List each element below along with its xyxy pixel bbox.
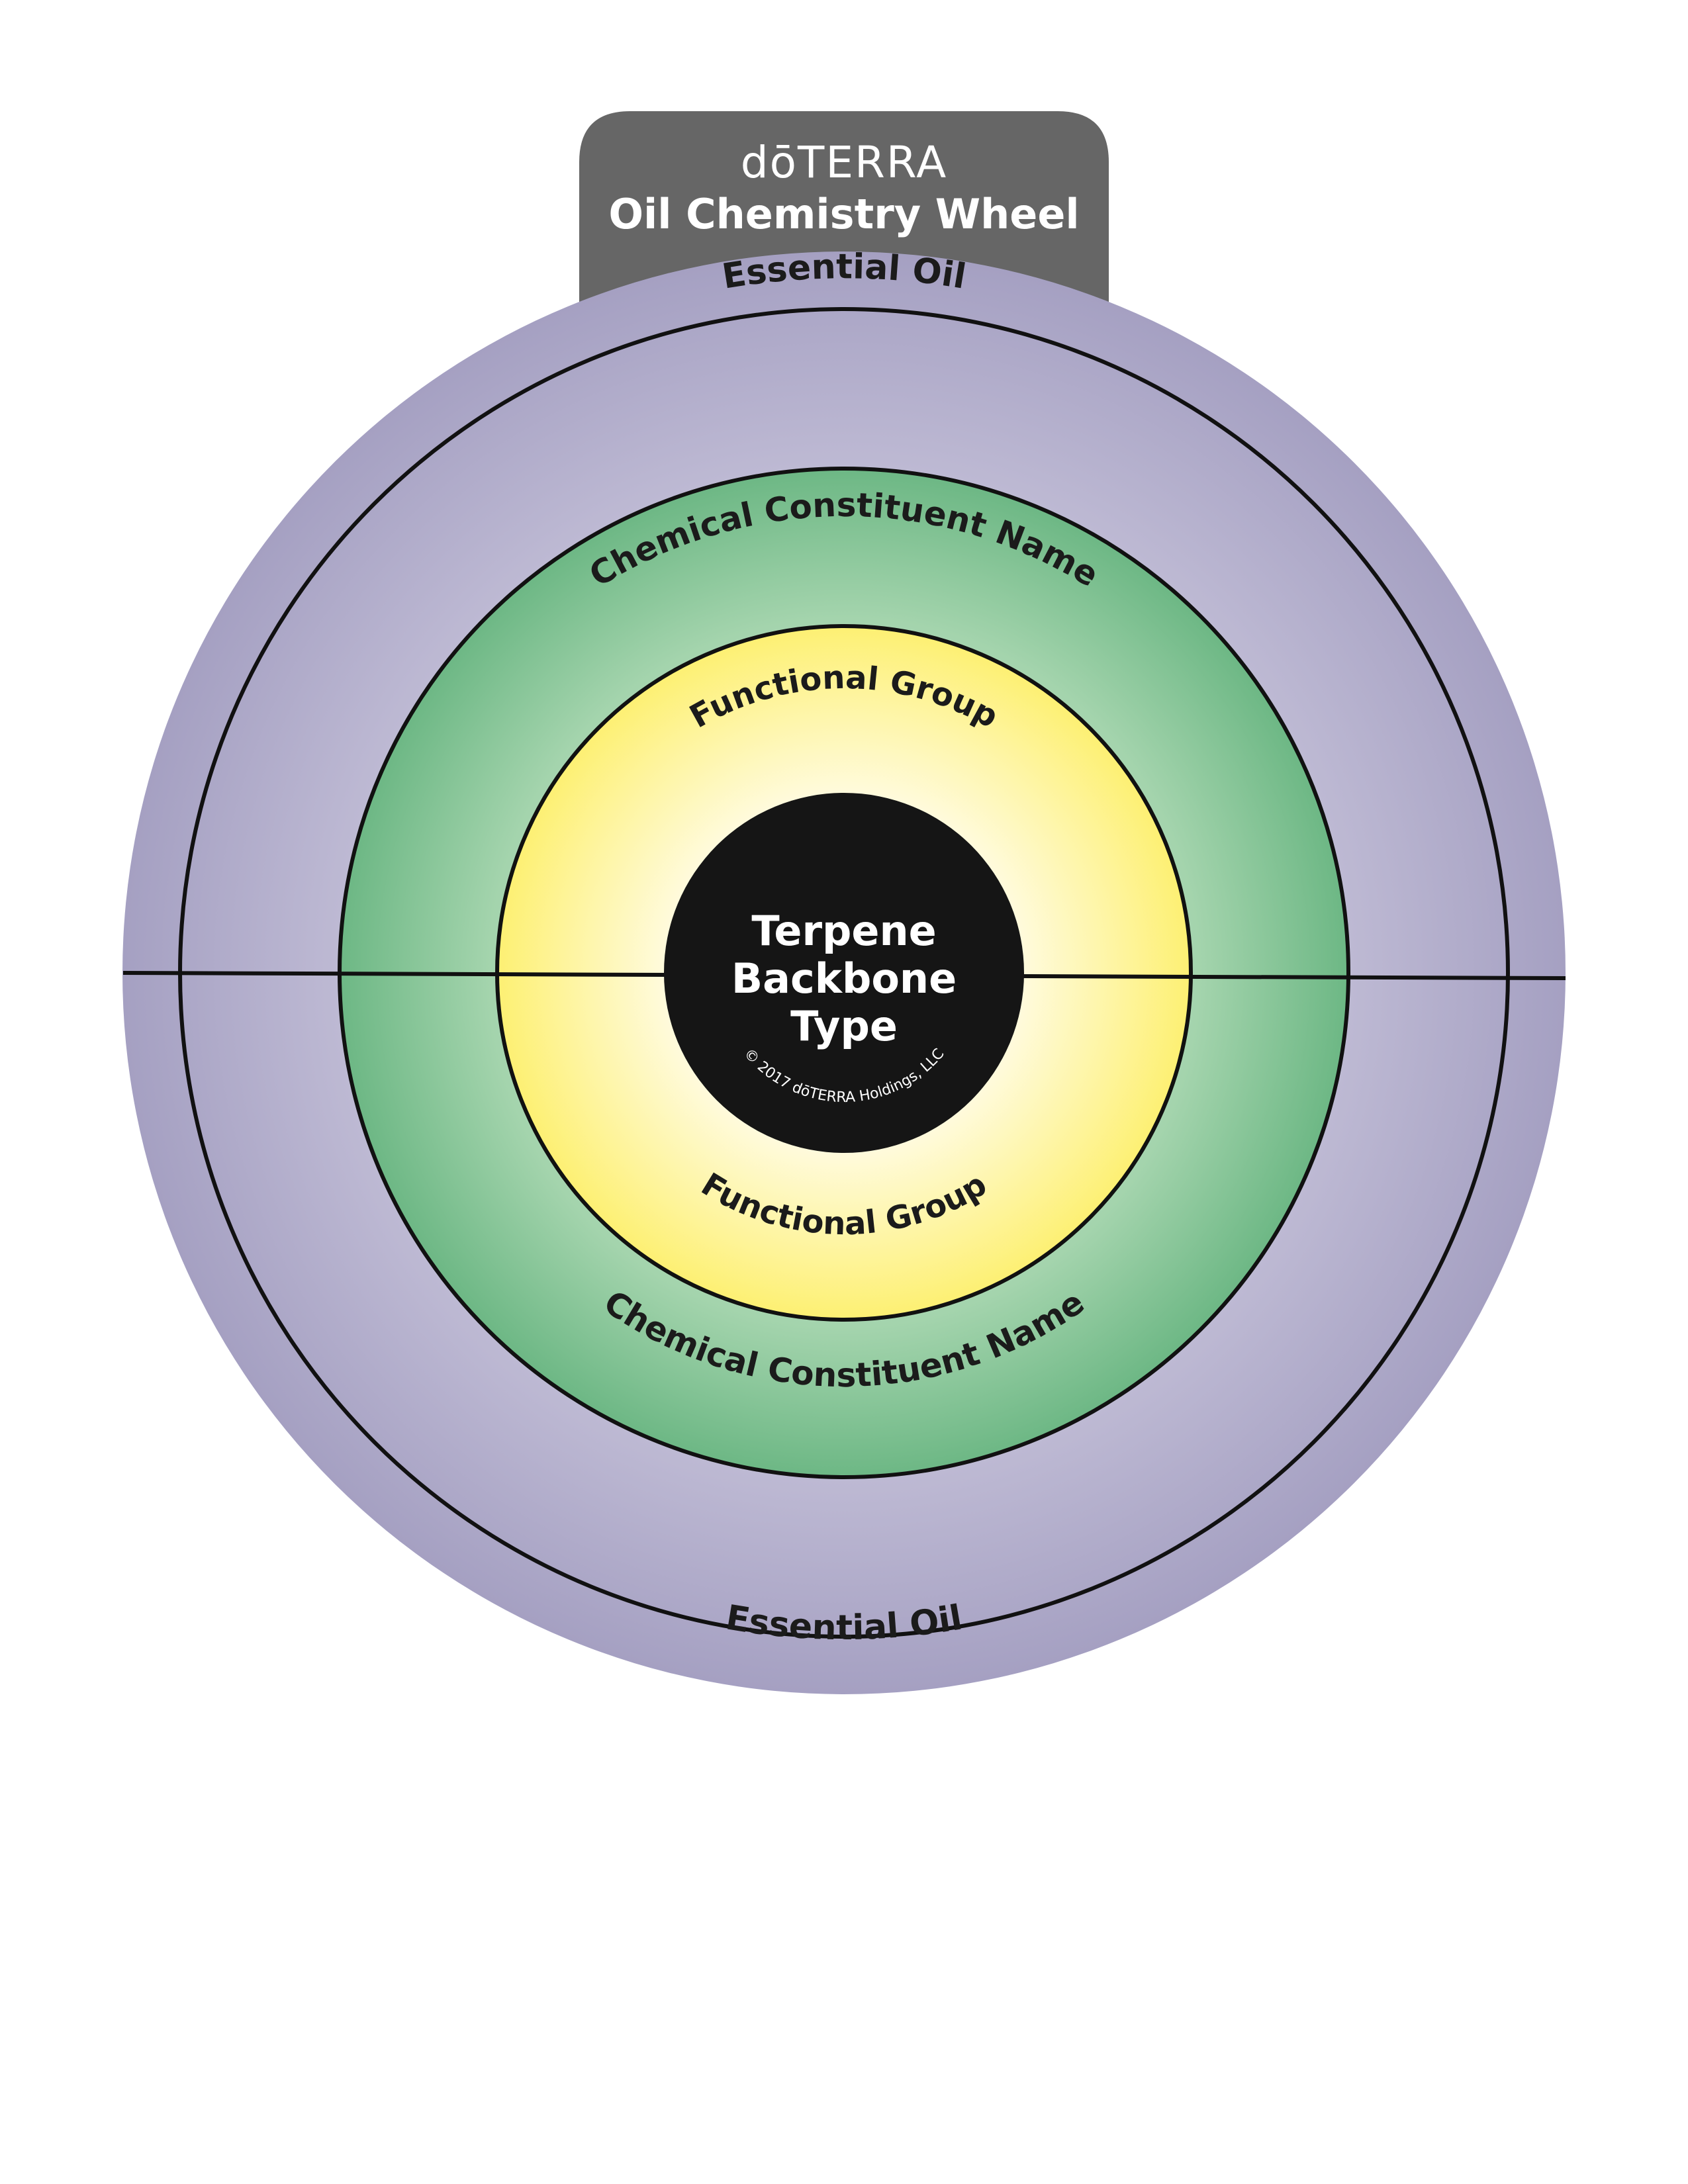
- core-label-line3: Type: [790, 1002, 898, 1050]
- core-label-line2: Backbone: [731, 954, 957, 1003]
- wheel-title: Oil Chemistry Wheel: [608, 190, 1079, 238]
- core-circle: [664, 793, 1024, 1153]
- header-tab: [579, 111, 1109, 311]
- core-label-line1: Terpene: [751, 907, 936, 955]
- brand-logo: dōTERRA: [741, 137, 947, 188]
